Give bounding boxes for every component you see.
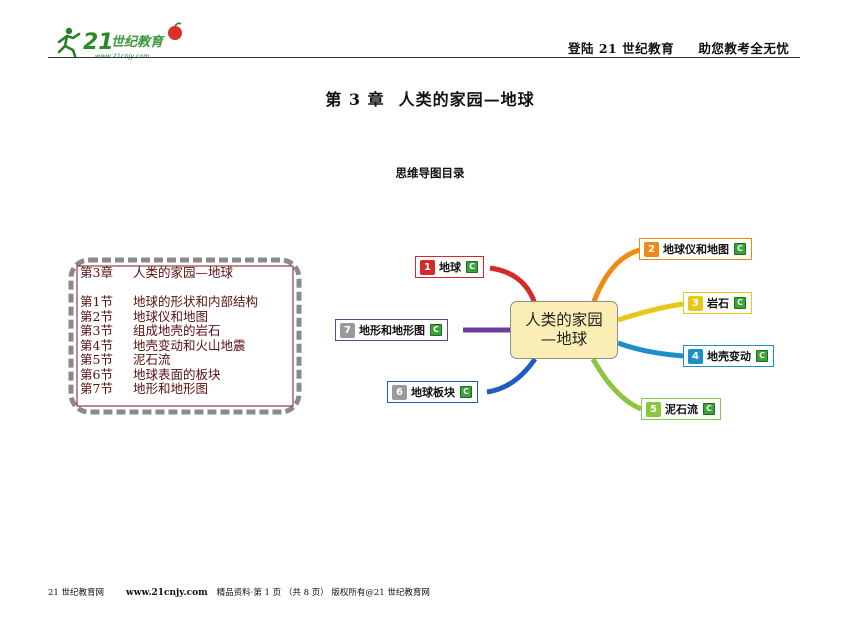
subtitle: 思维导图目录	[395, 166, 465, 180]
content-icon: C	[460, 386, 472, 398]
toc-item: 第2节 地球仪和地图	[80, 308, 258, 325]
page-title: 第 3 章人类的家园—地球	[0, 86, 860, 110]
svg-text:www.21cnjy.com: www.21cnjy.com	[95, 52, 150, 60]
node-number-badge: 4	[688, 348, 703, 364]
toc-item: 第3节 组成地壳的岩石	[80, 323, 258, 339]
node-label: 地球板块	[411, 386, 455, 399]
toc-item: 第6节 地球表面的板块	[80, 366, 258, 383]
toc-item-num: 第6节	[80, 366, 113, 382]
toc-item-title: 地球表面的板块	[133, 366, 221, 382]
mind-node-1[interactable]: 1 地球 C	[415, 256, 484, 278]
center-line-1: 人类的家园	[525, 311, 603, 329]
content-icon: C	[756, 350, 768, 362]
toc-item: 第4节 地壳变动和火山地震	[80, 337, 258, 354]
toc-list: 第3章 人类的家园—地球 第1节 地球的形状和内部结构 第2节 地球仪和地图 第3节 组…	[80, 265, 259, 397]
toc-item-title: 地球仪和地图	[133, 308, 209, 324]
node-number-badge: 5	[646, 401, 661, 417]
branch-4	[617, 340, 684, 359]
footer-url[interactable]: www.21cnjy.com	[126, 588, 208, 598]
content-icon: C	[734, 243, 746, 255]
mind-node-2[interactable]: 2 地球仪和地图 C	[639, 238, 752, 260]
chapter-number: 第 3 章	[325, 90, 385, 109]
header-divider	[48, 57, 800, 58]
branch-3	[617, 301, 684, 323]
header-slogan: 登陆 21 世纪教育 助您教考全无忧	[568, 38, 789, 57]
site-logo: 21 世纪教育 www.21cnjy.com	[55, 22, 195, 62]
toc-item-title: 地形和地形图	[133, 381, 209, 396]
toc-item-num: 第3节	[80, 323, 113, 338]
branch-1	[489, 265, 538, 305]
mind-node-7[interactable]: 7 地形和地形图 C	[335, 319, 448, 341]
node-label: 地壳变动	[707, 350, 751, 363]
mind-node-5[interactable]: 5 泥石流 C	[641, 398, 721, 420]
toc-item-title: 地壳变动和火山地震	[133, 337, 246, 353]
footer-site: 21 世纪教育网	[48, 588, 105, 598]
content-icon: C	[734, 297, 746, 309]
node-label: 地球	[439, 261, 461, 274]
toc-item-title: 组成地壳的岩石	[133, 323, 221, 338]
node-number-badge: 2	[644, 241, 659, 257]
header-slogan-right: 助您教考全无忧	[698, 41, 790, 56]
mind-map-branches	[463, 247, 684, 412]
chapter-title: 人类的家园—地球	[398, 90, 535, 109]
toc-item: 第7节 地形和地形图	[80, 381, 258, 397]
toc-heading: 第3章 人类的家园—地球	[80, 265, 258, 281]
branch-6	[486, 357, 538, 395]
toc-box: 第3章 人类的家园—地球 第1节 地球的形状和内部结构 第2节 地球仪和地图 第3节 组…	[65, 254, 305, 418]
node-label: 地形和地形图	[359, 324, 425, 337]
node-number-badge: 1	[420, 259, 435, 275]
branch-2	[590, 247, 641, 305]
mind-map: 人类的家园 —地球 1 地球 C 2 地球仪和地图 C 3 岩石 C 4 地壳变动 C 5 泥石流…	[325, 228, 785, 438]
toc-item-num: 第2节	[80, 308, 113, 324]
mind-node-6[interactable]: 6 地球板块 C	[387, 381, 478, 403]
node-label: 地球仪和地图	[663, 243, 729, 256]
content-icon: C	[703, 403, 715, 415]
footer-copyright: 精品资料·第 1 页 （共 8 页） 版权所有@21 世纪教育网	[216, 588, 430, 598]
toc-heading-num: 第3章	[80, 265, 113, 280]
content-icon: C	[430, 324, 442, 336]
toc-item: 第1节 地球的形状和内部结构	[80, 294, 259, 310]
center-line-2: —地球	[540, 330, 588, 348]
toc-heading-title: 人类的家园—地球	[133, 265, 234, 280]
svg-text:世纪教育: 世纪教育	[111, 34, 165, 50]
toc-item-title: 泥石流	[133, 352, 171, 367]
svg-text:21: 21	[83, 30, 114, 55]
node-label: 泥石流	[665, 403, 698, 416]
toc-item: 第5节 泥石流	[80, 352, 258, 368]
page-footer: 21 世纪教育网 www.21cnjy.com 精品资料·第 1 页 （共 8 页）…	[48, 586, 430, 598]
node-label: 岩石	[707, 297, 729, 310]
node-number-badge: 6	[392, 384, 407, 400]
mind-map-center[interactable]: 人类的家园 —地球	[510, 301, 618, 359]
toc-item-num: 第5节	[80, 352, 113, 367]
header-slogan-left: 登陆 21 世纪教育	[568, 41, 675, 56]
branch-5	[590, 357, 643, 412]
toc-item-title: 地球的形状和内部结构	[133, 294, 259, 309]
node-number-badge: 3	[688, 295, 703, 311]
toc-scalloped-border	[68, 257, 302, 415]
node-number-badge: 7	[340, 322, 355, 338]
toc-item-num: 第4节	[80, 337, 113, 353]
toc-item-num: 第1节	[80, 294, 113, 309]
toc-item-num: 第7节	[80, 381, 113, 396]
mind-node-4[interactable]: 4 地壳变动 C	[683, 345, 774, 367]
content-icon: C	[466, 261, 478, 273]
mind-node-3[interactable]: 3 岩石 C	[683, 292, 752, 314]
